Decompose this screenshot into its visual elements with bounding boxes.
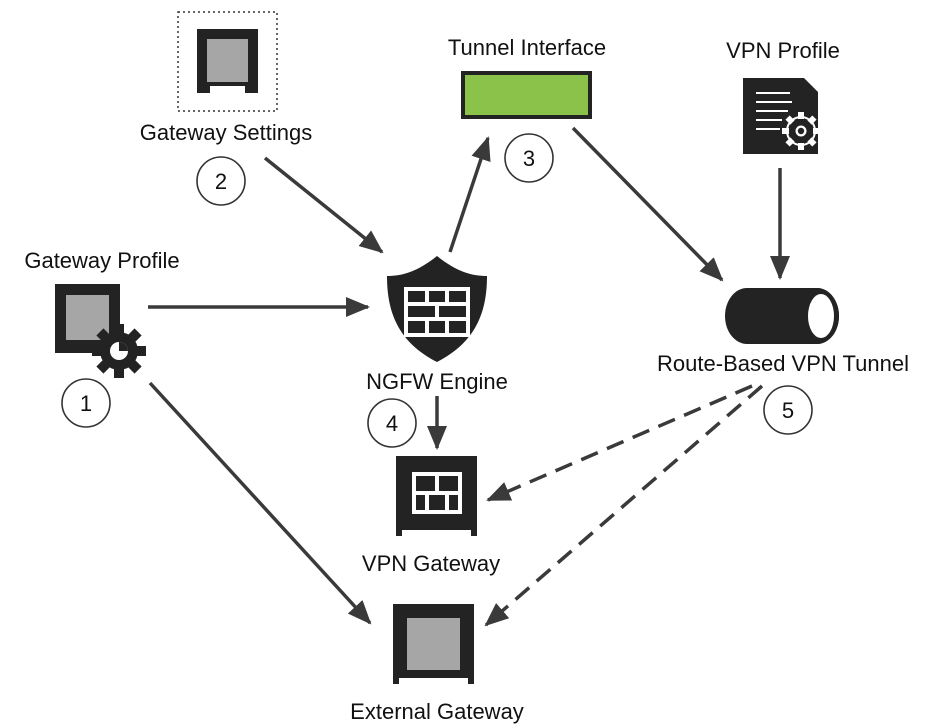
step-number-3: 3 (523, 146, 535, 171)
gateway-profile-node[interactable]: Gateway Profile 1 (24, 248, 180, 428)
step-badge-3 (504, 133, 554, 183)
edges (148, 126, 790, 627)
document-gear-icon (743, 78, 820, 154)
vpn-profile-node[interactable]: VPN Profile (726, 38, 840, 154)
gateway-frame-icon (197, 29, 258, 93)
route-based-vpn-tunnel-label: Route-Based VPN Tunnel (657, 351, 909, 376)
interface-rectangle-icon (461, 71, 592, 119)
firewall-shield-icon (387, 256, 487, 362)
vpn-gateway-node[interactable]: VPN Gateway (362, 456, 500, 576)
gateway-settings-node[interactable]: Gateway Settings 2 (140, 11, 312, 206)
edge-gateway-settings-to-ngfw (263, 156, 384, 254)
gateway-frame-icon (393, 604, 474, 684)
ngfw-engine-label: NGFW Engine (366, 369, 508, 394)
edge-tunnel-interface-to-tunnel (571, 126, 724, 282)
step-badge-1 (61, 378, 111, 428)
step-badge-2 (196, 156, 246, 206)
gateway-settings-label: Gateway Settings (140, 120, 312, 145)
step-number-1: 1 (80, 391, 92, 416)
edge-tunnel-to-vpn-gateway (486, 384, 753, 502)
vpn-profile-label: VPN Profile (726, 38, 840, 63)
firewall-gateway-icon (396, 456, 477, 536)
ngfw-engine-node[interactable]: NGFW Engine 4 (366, 256, 508, 448)
step-badge-5 (763, 385, 813, 435)
tunnel-interface-label: Tunnel Interface (448, 35, 606, 60)
tunnel-interface-node[interactable]: Tunnel Interface 3 (448, 35, 606, 183)
step-badge-4 (367, 398, 417, 448)
edge-ngfw-to-tunnel-interface (448, 136, 491, 253)
external-gateway-node[interactable]: External Gateway (350, 604, 524, 724)
step-number-2: 2 (215, 169, 227, 194)
edge-tunnel-to-external-gateway (484, 384, 764, 627)
route-based-vpn-tunnel-node[interactable]: Route-Based VPN Tunnel 5 (657, 288, 909, 435)
selection-frame (177, 11, 278, 112)
step-number-4: 4 (386, 411, 398, 436)
gateway-gear-icon (55, 284, 146, 378)
gateway-profile-label: Gateway Profile (24, 248, 179, 273)
external-gateway-label: External Gateway (350, 699, 524, 724)
tunnel-cylinder-icon (725, 288, 839, 344)
vpn-gateway-label: VPN Gateway (362, 551, 500, 576)
step-number-5: 5 (782, 398, 794, 423)
edge-gateway-profile-to-external-gateway (148, 381, 372, 625)
